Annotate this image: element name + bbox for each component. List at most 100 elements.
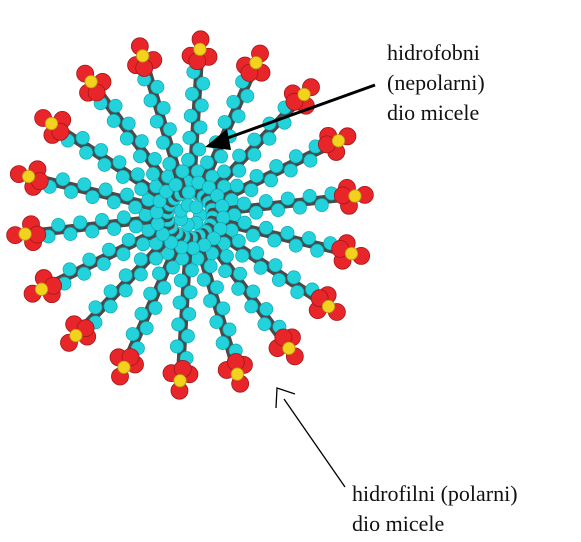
hydrophilic-part-label: hidrofilni (polarni) dio micele (352, 479, 518, 539)
tail-atom (254, 261, 267, 274)
tail-atom (217, 165, 230, 178)
tail-atom (149, 252, 162, 265)
tail-atom (291, 285, 304, 298)
tail-atom (197, 77, 210, 90)
tail-atom (148, 152, 161, 165)
tail-atom (260, 221, 273, 234)
tail-atom (107, 196, 120, 209)
tail-atom (289, 239, 302, 252)
tail-atom (97, 257, 110, 270)
tail-atom (302, 231, 315, 244)
tail-atom (185, 264, 198, 277)
tail-atom (52, 218, 65, 231)
head-sulfur-atom (85, 75, 97, 87)
tail-atom (217, 302, 230, 315)
tail-atom (134, 253, 147, 266)
polar-head-group (309, 287, 345, 321)
tail-atom (133, 150, 146, 163)
tail-atom (287, 271, 300, 284)
tail-atom (230, 179, 243, 192)
tail-atom (260, 302, 273, 315)
head-sulfur-atom (194, 43, 206, 55)
tail-atom (220, 249, 233, 262)
polar-head-group (60, 316, 95, 352)
tail-atom (197, 273, 210, 286)
polar-head-group (318, 127, 356, 160)
tail-atom (163, 157, 176, 170)
hydrophobic-label-line-2: (nepolarni) (387, 68, 485, 98)
hydrophilic-heads (7, 31, 374, 399)
tail-atom (246, 229, 259, 242)
tail-atom (146, 167, 159, 180)
head-sulfur-atom (322, 300, 334, 312)
tail-atom (135, 135, 148, 148)
tail-atom (241, 89, 254, 102)
tail-atom (77, 267, 90, 280)
tail-atom (185, 87, 198, 100)
tail-atom (104, 300, 117, 313)
tail-atom (135, 307, 148, 320)
polar-head-group (218, 354, 252, 393)
tail-atom (284, 164, 297, 177)
tail-atom (126, 327, 139, 340)
tail-atom (56, 173, 69, 186)
tail-atom (232, 282, 245, 295)
head-sulfur-atom (19, 228, 31, 240)
polar-head-group (334, 179, 373, 214)
hydrophobic-label-line-3: dio micele (387, 98, 485, 128)
head-sulfur-atom (298, 88, 310, 100)
tail-atom (214, 150, 227, 163)
tail-atom (119, 269, 132, 282)
polar-head-group (128, 38, 162, 77)
polar-head-group (35, 110, 71, 144)
head-sulfur-atom (231, 368, 243, 380)
tail-atom (315, 198, 328, 211)
tail-atom (250, 206, 263, 219)
core-atom (190, 201, 203, 214)
tail-atom (218, 115, 231, 128)
tail-atom (233, 149, 246, 162)
tail-atom (95, 213, 108, 226)
hydrophobic-label-line-1: hidrofobni (387, 38, 485, 68)
tail-atom (210, 315, 223, 328)
tail-atom (74, 216, 87, 229)
tail-atom (195, 99, 208, 112)
tail-atom (311, 244, 324, 257)
tail-atom (152, 267, 165, 280)
tail-atom (129, 201, 142, 214)
tail-atom (151, 217, 164, 230)
tail-atom (263, 132, 276, 145)
tail-atom (109, 99, 122, 112)
polar-head-group (24, 270, 62, 303)
tail-atom (120, 132, 133, 145)
tail-atom (182, 153, 195, 166)
polar-head-group (284, 79, 319, 115)
tail-atom (270, 159, 283, 172)
tail-atom (194, 121, 207, 134)
tail-atom (149, 301, 162, 314)
tail-atom (238, 216, 251, 229)
polar-head-group (10, 161, 48, 196)
tail-atom (99, 183, 112, 196)
head-sulfur-atom (250, 56, 262, 68)
tail-atom (184, 286, 197, 299)
head-sulfur-atom (174, 375, 186, 387)
tail-atom (245, 300, 258, 313)
tail-atom (64, 227, 77, 240)
tail-atom (176, 165, 189, 178)
tail-atom (117, 247, 130, 260)
tail-atom (174, 274, 187, 287)
tail-atom (289, 150, 302, 163)
head-sulfur-atom (349, 190, 361, 202)
tail-atom (170, 144, 183, 157)
tail-atom (219, 265, 232, 278)
tail-atom (182, 186, 195, 199)
tail-atom (232, 110, 245, 123)
tail-atom (98, 158, 111, 171)
tail-atom (163, 123, 176, 136)
tail-atom (201, 156, 214, 169)
tail-atom (183, 131, 196, 144)
tail-atom (193, 143, 206, 156)
tail-atom (83, 253, 96, 266)
tail-atom (119, 284, 132, 297)
